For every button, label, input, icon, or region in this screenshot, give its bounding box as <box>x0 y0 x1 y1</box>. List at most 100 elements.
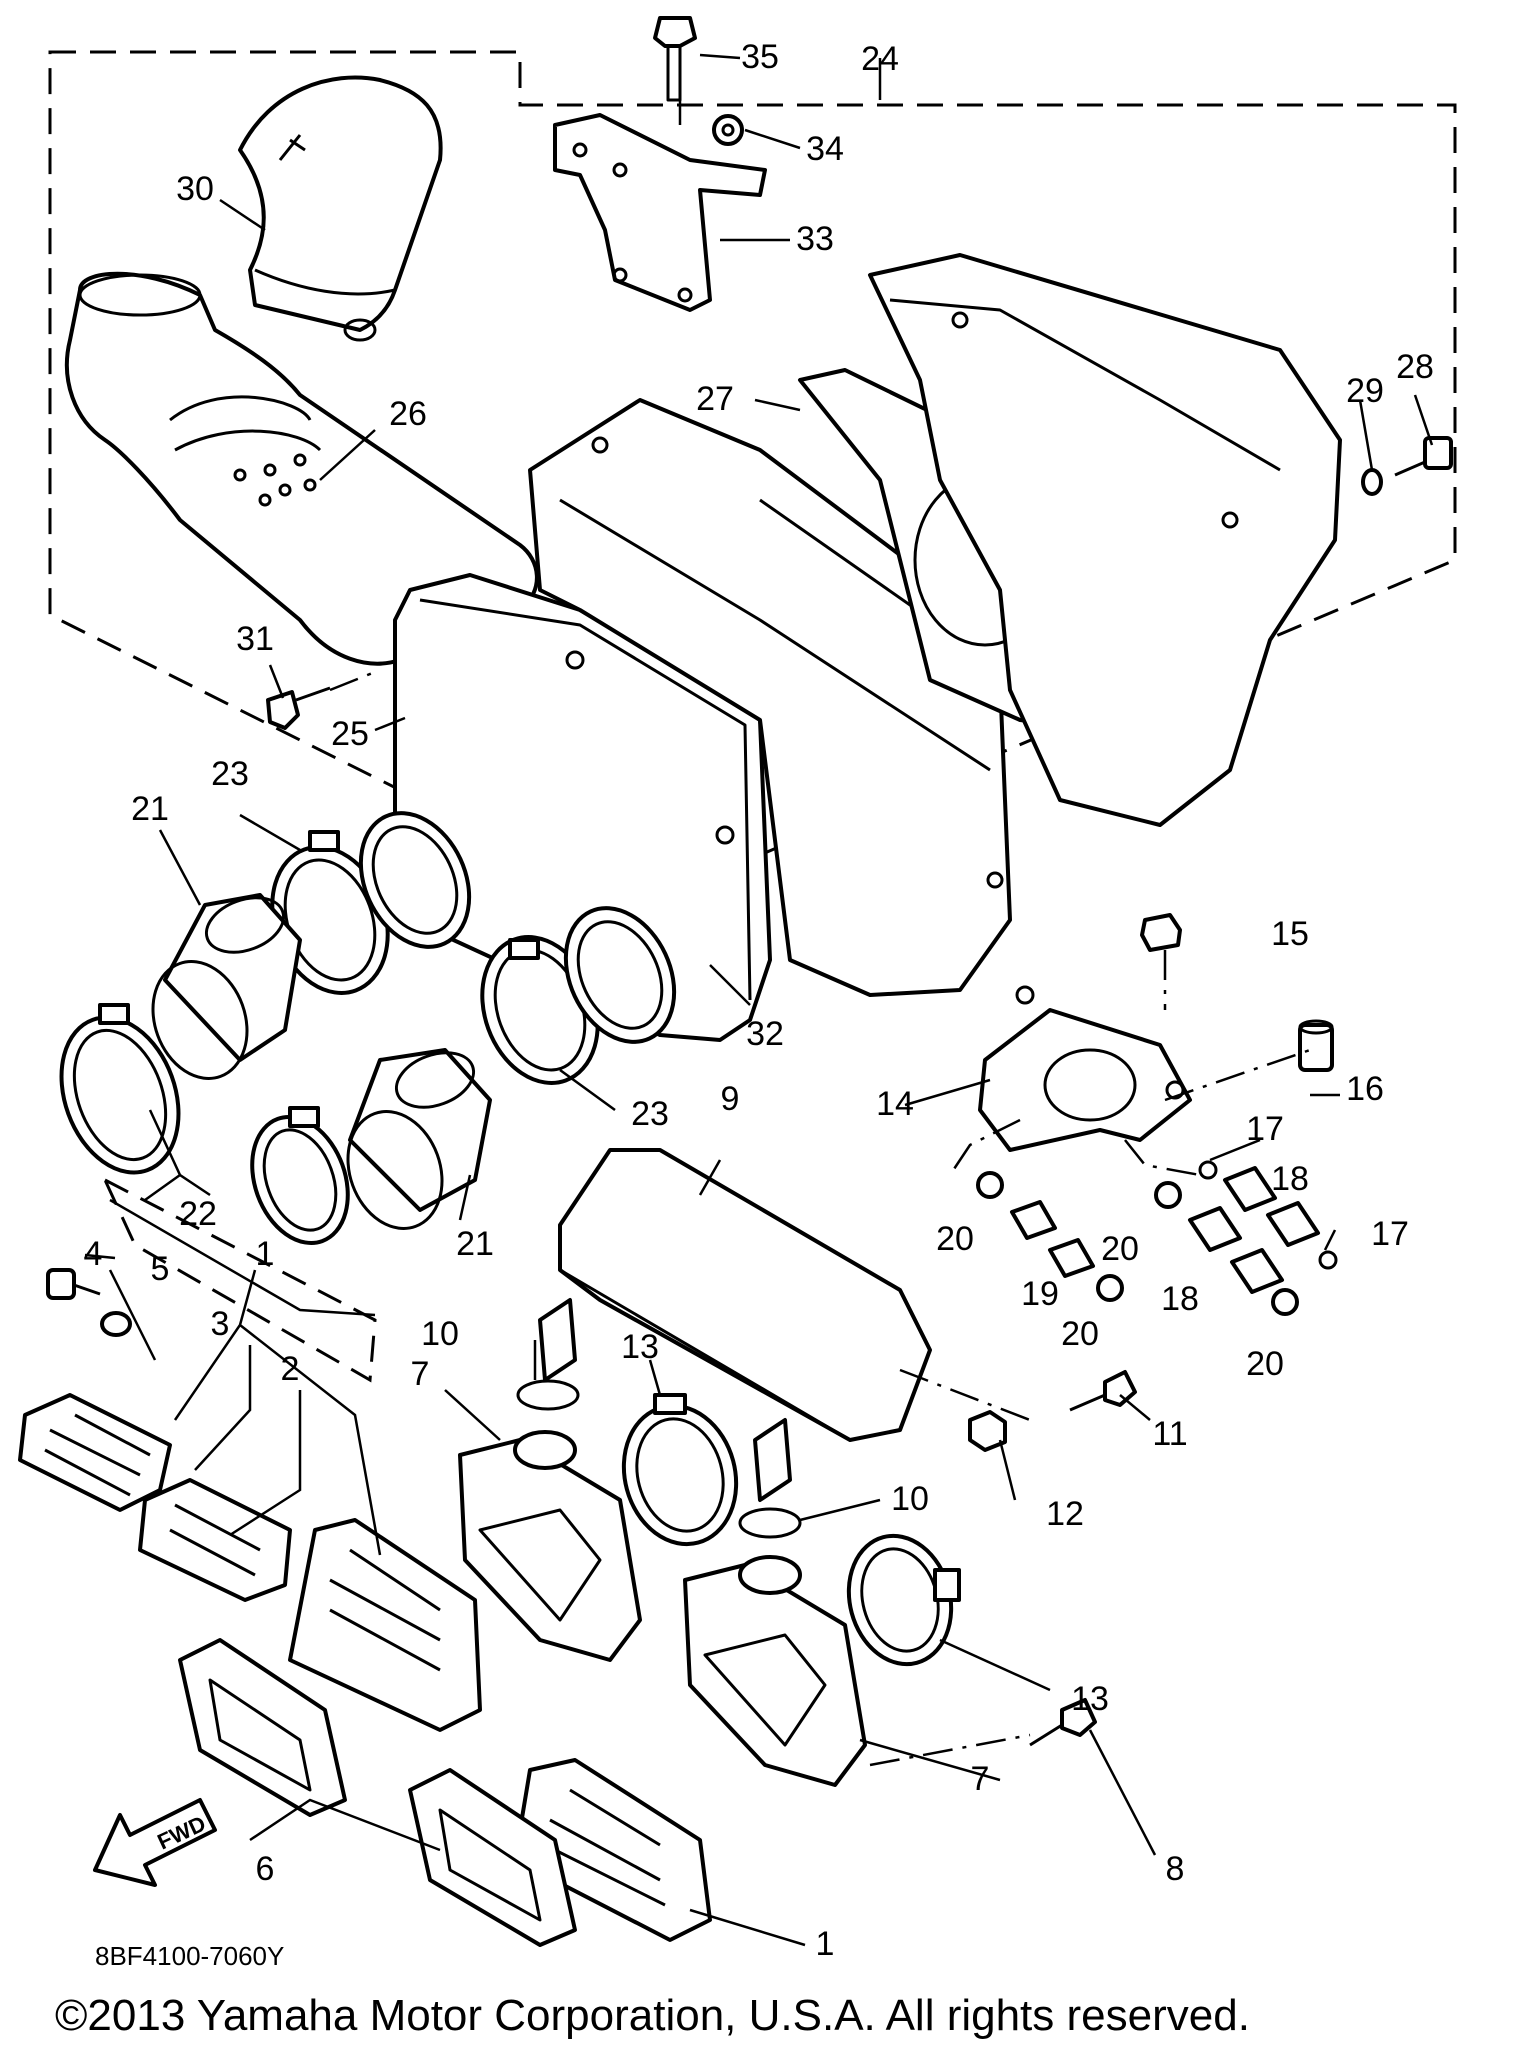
callout-4: 4 <box>84 1235 103 1273</box>
air-box-outlet-ring <box>358 811 677 1044</box>
hose-18d <box>1230 1248 1284 1294</box>
clip-20b <box>1154 1181 1182 1209</box>
clip-20d <box>1271 1288 1299 1316</box>
callout-29: 29 <box>1346 372 1384 410</box>
callout-24: 24 <box>861 40 899 78</box>
callout-2: 2 <box>281 1350 300 1388</box>
reed-valve-1a <box>288 1518 482 1732</box>
callout-10a: 10 <box>421 1315 459 1353</box>
callout-21a: 21 <box>131 790 169 828</box>
washer-5 <box>100 1311 132 1337</box>
bolt-31 <box>266 686 331 730</box>
callout-20b: 20 <box>1101 1230 1139 1268</box>
callout-25: 25 <box>331 715 369 753</box>
callout-35: 35 <box>741 38 779 76</box>
bolt-28 <box>1394 436 1453 477</box>
callout-27: 27 <box>696 380 734 418</box>
sleeve-16 <box>1298 1019 1334 1072</box>
callout-14: 14 <box>876 1085 914 1123</box>
callout-19: 19 <box>1021 1275 1059 1313</box>
intake-manifold-7a <box>458 1430 642 1662</box>
bolt-8 <box>1029 1698 1097 1747</box>
bracket <box>553 113 767 312</box>
fuel-pump <box>978 985 1192 1152</box>
callout-23b: 23 <box>631 1095 669 1133</box>
nut-12 <box>968 1410 1007 1452</box>
callout-17a: 17 <box>1246 1110 1284 1148</box>
callout-18b: 18 <box>1161 1280 1199 1318</box>
o-ring-10b <box>738 1507 802 1539</box>
carburetor-joint-21a <box>151 893 302 1080</box>
gasket-6b <box>408 1768 577 1947</box>
callout-9: 9 <box>721 1080 740 1118</box>
washer-29 <box>1361 468 1383 496</box>
gasket-6a <box>178 1638 347 1817</box>
callout-1b: 1 <box>816 1925 835 1963</box>
reed-petal-3 <box>18 1393 172 1512</box>
callout-8: 8 <box>1166 1850 1185 1888</box>
hose-19b <box>1048 1238 1095 1278</box>
assembly-boundary-upper <box>48 50 1457 872</box>
callout-22: 22 <box>179 1195 217 1233</box>
callout-21b: 21 <box>456 1225 494 1263</box>
callout-10b: 10 <box>891 1480 929 1518</box>
callout-20a: 20 <box>936 1220 974 1258</box>
callout-31: 31 <box>236 620 274 658</box>
callout-30: 30 <box>176 170 214 208</box>
callout-7b: 7 <box>971 1760 990 1798</box>
nut-34 <box>712 114 744 146</box>
clip-17a <box>1198 1160 1218 1180</box>
drawing-code: 8BF4100-7060Y <box>95 1941 284 1971</box>
bolt-11 <box>1069 1370 1137 1412</box>
callout-20d: 20 <box>1246 1345 1284 1383</box>
bolt-4 <box>46 1268 101 1300</box>
callout-34: 34 <box>806 130 844 168</box>
intake-elbow <box>238 75 443 342</box>
hose-19a <box>1010 1200 1057 1240</box>
hose-18a <box>1223 1166 1277 1212</box>
callout-5: 5 <box>151 1250 170 1288</box>
assembly-boundary-reed <box>101 1176 377 1383</box>
callout-20c: 20 <box>1061 1315 1099 1353</box>
callout-28: 28 <box>1396 348 1434 386</box>
callout-17b: 17 <box>1371 1215 1409 1253</box>
reed-plate-2 <box>138 1478 292 1602</box>
bolt-35 <box>653 16 697 102</box>
nut-15 <box>1140 913 1182 952</box>
o-ring-10a <box>516 1379 580 1411</box>
copyright-notice: ©2013 Yamaha Motor Corporation, U.S.A. A… <box>55 1991 1250 2040</box>
carburetor-joint-21b <box>346 1048 492 1230</box>
callout-16: 16 <box>1346 1070 1384 1108</box>
callout-3: 3 <box>211 1305 230 1343</box>
callout-26: 26 <box>389 395 427 433</box>
callout-13a: 13 <box>621 1328 659 1366</box>
callout-33: 33 <box>796 220 834 258</box>
clip-20c <box>1096 1274 1124 1302</box>
air-box-body <box>528 398 1012 997</box>
callout-15: 15 <box>1271 915 1309 953</box>
forward-arrow-icon: FWD <box>93 1798 217 1887</box>
callout-32: 32 <box>746 1015 784 1053</box>
callout-7a: 7 <box>411 1355 430 1393</box>
callout-23a: 23 <box>211 755 249 793</box>
alignment-lines <box>329 100 1311 1767</box>
hose-clamp-13a <box>621 1393 739 1547</box>
air-box-rear-cover <box>868 253 1342 827</box>
leader-lines <box>84 53 1434 1947</box>
hose-18c <box>1188 1206 1242 1252</box>
clip-17b <box>1318 1250 1338 1270</box>
hose-clamp-22a <box>59 1003 181 1175</box>
intake-silencer <box>538 1148 932 1502</box>
hose-clamp-13b <box>846 1533 961 1667</box>
hose-clamp-22b <box>250 1106 350 1245</box>
callout-11: 11 <box>1152 1415 1187 1453</box>
intake-manifold-7b <box>683 1555 867 1787</box>
callout-12: 12 <box>1046 1495 1084 1533</box>
hose-18b <box>1266 1201 1320 1247</box>
callout-1a: 1 <box>256 1235 275 1273</box>
callouts: 35 24 34 33 30 27 26 29 28 31 25 23 21 1… <box>84 38 1434 1963</box>
callout-13b: 13 <box>1071 1680 1109 1718</box>
callout-6: 6 <box>256 1850 275 1888</box>
clip-20a <box>976 1171 1004 1199</box>
